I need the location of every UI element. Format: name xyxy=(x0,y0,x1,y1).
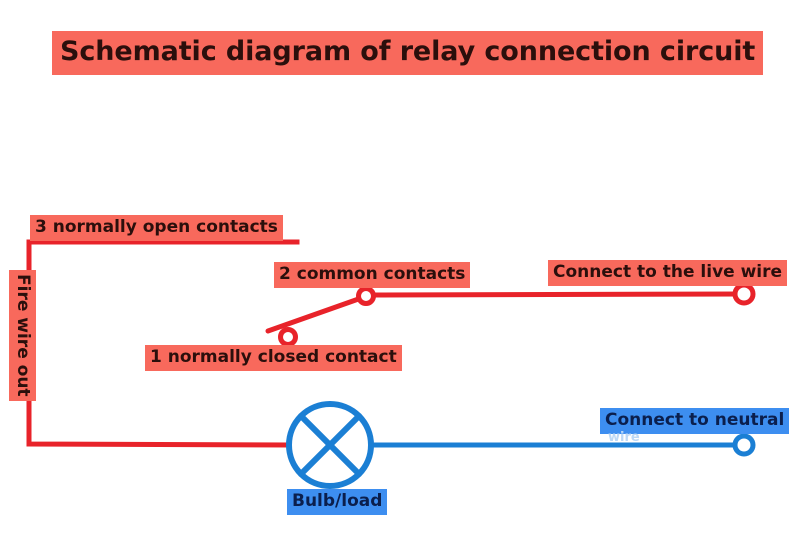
label-fire-wire-out: Fire wire out xyxy=(9,270,36,401)
label-bulb-load: Bulb/load xyxy=(287,489,388,515)
label-normally-open-contacts: 3 normally open contacts xyxy=(30,215,283,241)
label-normally-closed-contact: 1 normally closed contact xyxy=(145,345,402,371)
normally-closed-contact-node xyxy=(278,327,298,347)
wire-normally-open-stub xyxy=(26,239,300,448)
label-common-contacts: 2 common contacts xyxy=(274,262,471,288)
label-connect-neutral: Connect to neutral xyxy=(600,408,790,434)
label-connect-live-wire: Connect to the live wire xyxy=(548,260,788,286)
live-wire-terminal-node xyxy=(732,282,756,306)
neutral-wire-terminal-node xyxy=(732,433,756,457)
bulb-load-symbol xyxy=(286,401,374,489)
wire-switch-arm xyxy=(265,293,370,334)
wire-common-to-live xyxy=(365,291,745,298)
label-connect-neutral-second-line: wire xyxy=(608,430,640,445)
common-contact-node xyxy=(356,286,376,306)
page-title: Schematic diagram of relay connection ci… xyxy=(52,31,764,75)
